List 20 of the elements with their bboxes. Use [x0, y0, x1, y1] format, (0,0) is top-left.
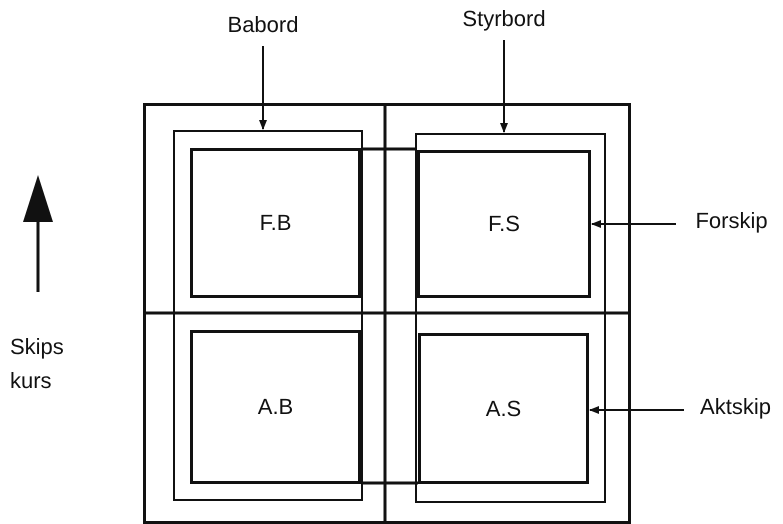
compartment-box — [190, 148, 361, 298]
side-label: Babord — [213, 12, 313, 44]
side-label: Forskip — [680, 208, 783, 240]
outline-rectangle — [173, 130, 363, 501]
arrow — [589, 406, 684, 414]
compartment-label: A.S — [486, 396, 522, 422]
compartment-label: F.S — [488, 211, 520, 237]
arrow — [591, 220, 676, 228]
compartment-label: F.B — [260, 210, 292, 236]
side-label: Aktskip — [688, 394, 783, 426]
direction-label: Skips kurs — [10, 333, 65, 395]
compartment-box — [190, 330, 361, 484]
outline-rectangle — [143, 103, 631, 524]
outline-rectangle — [415, 133, 606, 503]
side-label: Styrbord — [448, 6, 560, 38]
compartment-label: A.B — [258, 394, 294, 420]
compartment-box — [417, 150, 591, 298]
compartment-box — [418, 333, 589, 484]
arrow — [500, 40, 508, 133]
arrow — [259, 46, 267, 130]
